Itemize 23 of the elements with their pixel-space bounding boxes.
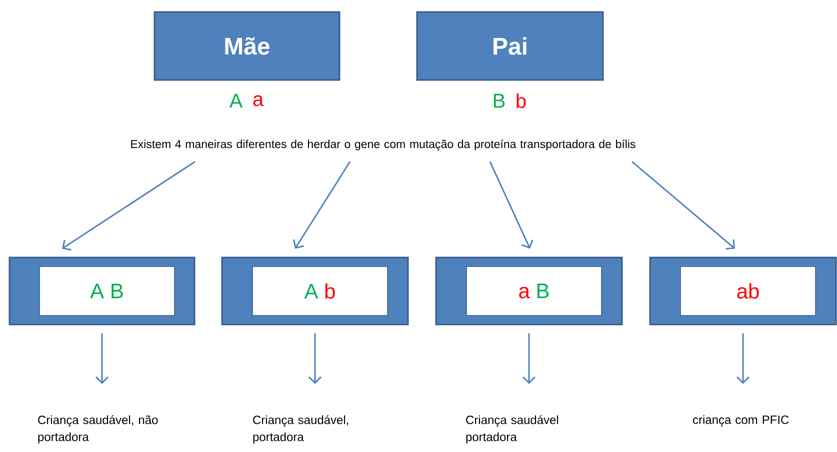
allele-letter: B	[494, 94, 505, 108]
genotype-box: a B	[466, 266, 602, 316]
allele-letter: a	[253, 95, 264, 106]
arrow	[62, 161, 196, 251]
arrow	[292, 161, 351, 249]
arrow	[736, 333, 750, 384]
genotype-box: A b	[252, 266, 388, 316]
allele-letter: b	[516, 93, 526, 108]
parent-box: Mãe	[154, 11, 340, 81]
allele-letter: A	[229, 94, 243, 108]
parent-box: Pai	[416, 11, 604, 81]
outcome-text: Criança saudável portadora	[466, 415, 558, 444]
arrow	[308, 333, 322, 384]
outcome-text: Criança saudável, não portadora	[38, 415, 158, 444]
arrow	[522, 333, 536, 384]
arrow	[95, 333, 109, 384]
description-text: Existem 4 maneiras diferentes de herdar o gene com mutação da proteína transportadora de bílis	[131, 140, 636, 150]
genotype-box: ab	[680, 266, 816, 316]
outcome-text: criança com PFIC	[693, 415, 789, 426]
arrow	[489, 161, 534, 249]
arrow	[632, 161, 735, 250]
genotype-box: A B	[39, 266, 175, 316]
outcome-text: Criança saudável, portadora	[253, 415, 348, 444]
